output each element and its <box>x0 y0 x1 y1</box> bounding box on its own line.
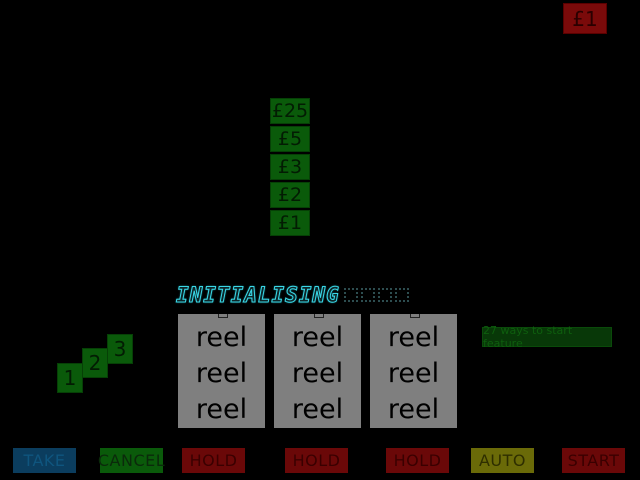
stake-indicator: £1 <box>563 3 607 34</box>
reel-symbol: reel <box>387 322 440 353</box>
reel-3: reel reel reel <box>370 314 457 428</box>
nudge-2: 2 <box>82 348 108 378</box>
ladder-prize-5: £5 <box>270 126 310 152</box>
led-message-display: INITIALISING <box>176 283 456 308</box>
ladder-prize-3: £3 <box>270 154 310 180</box>
hold-button-1[interactable]: HOLD <box>182 448 245 473</box>
take-button[interactable]: TAKE <box>13 448 76 473</box>
cancel-button[interactable]: CANCEL <box>98 448 165 473</box>
feature-info: 27 ways to start feature <box>482 324 612 350</box>
reel-1: reel reel reel <box>178 314 265 428</box>
led-message-text: INITIALISING <box>176 283 340 308</box>
reel-top-partial <box>274 314 361 320</box>
prize-ladder: £25 £5 £3 £2 £1 <box>270 98 310 238</box>
nudge-1: 1 <box>57 363 83 393</box>
reel-2: reel reel reel <box>274 314 361 428</box>
start-button[interactable]: START <box>562 448 625 473</box>
reel-symbol: reel <box>291 394 344 425</box>
reel-symbol: reel <box>387 358 440 389</box>
reel-symbol: reel <box>291 322 344 353</box>
ladder-prize-25: £25 <box>270 98 310 124</box>
ladder-prize-1: £1 <box>270 210 310 236</box>
hold-button-3[interactable]: HOLD <box>386 448 449 473</box>
led-blank-segments <box>343 288 409 302</box>
reel-symbol: reel <box>291 358 344 389</box>
hold-button-2[interactable]: HOLD <box>285 448 348 473</box>
reel-top-partial <box>370 314 457 320</box>
reel-top-partial <box>178 314 265 320</box>
reel-symbol: reel <box>387 394 440 425</box>
reel-symbol: reel <box>195 322 248 353</box>
nudge-3: 3 <box>107 334 133 364</box>
auto-button[interactable]: AUTO <box>471 448 534 473</box>
reel-symbol: reel <box>195 394 248 425</box>
ladder-prize-2: £2 <box>270 182 310 208</box>
reel-symbol: reel <box>195 358 248 389</box>
